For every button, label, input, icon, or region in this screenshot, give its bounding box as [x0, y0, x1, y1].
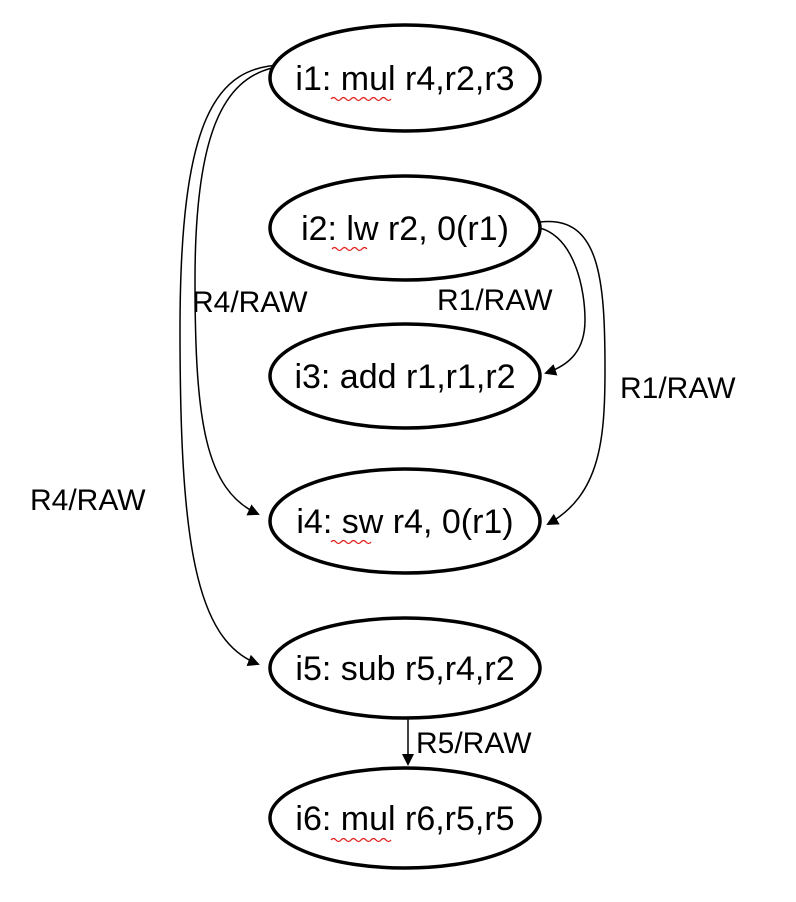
node-i1: i1: mul r4,r2,r3: [268, 23, 542, 133]
edge-label-i2-i4: R1/RAW: [620, 372, 736, 405]
node-i2: i2: lw r2, 0(r1): [268, 174, 542, 282]
edge-i2-i3: [539, 227, 586, 376]
spellcheck-underline: [330, 539, 372, 545]
node-i6-label: i6: mul r6,r5,r5: [295, 800, 514, 838]
node-i4: i4: sw r4, 0(r1): [268, 467, 542, 575]
edge-label-i2-i3: R1/RAW: [437, 284, 553, 317]
edge-label-i5-i6: R5/RAW: [416, 727, 532, 760]
edge-i1-i4: [194, 67, 273, 516]
node-i3: i3: add r1,r1,r2: [268, 322, 542, 430]
node-i4-label: i4: sw r4, 0(r1): [296, 503, 513, 541]
node-i2-label: i2: lw r2, 0(r1): [301, 210, 509, 248]
node-i6: i6: mul r6,r5,r5: [268, 766, 542, 870]
edge-i2-i4: [539, 220, 606, 525]
spellcheck-underline: [330, 96, 392, 102]
spellcheck-underline: [330, 837, 392, 843]
spellcheck-underline: [331, 246, 368, 252]
node-i5-label: i5: sub r5,r4,r2: [295, 650, 514, 688]
edge-i1-i5: [179, 64, 286, 667]
edge-label-i1-i4: R4/RAW: [192, 286, 308, 319]
node-i1-label: i1: mul r4,r2,r3: [295, 60, 514, 98]
node-i3-label: i3: add r1,r1,r2: [294, 358, 515, 396]
edge-label-i1-i5: R4/RAW: [30, 484, 146, 517]
node-i5: i5: sub r5,r4,r2: [268, 616, 542, 720]
